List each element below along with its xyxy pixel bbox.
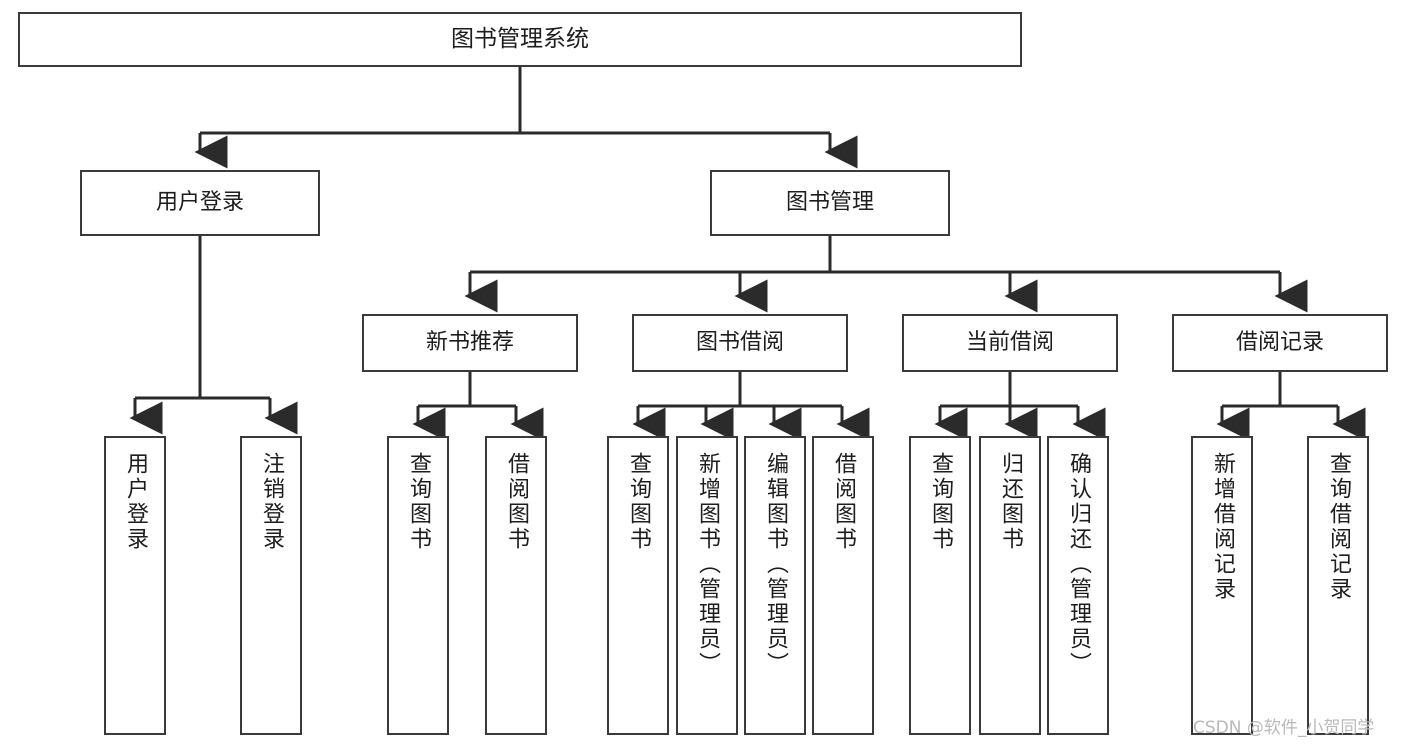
node-label: 图书管理 — [785, 189, 874, 215]
leaf-user-login-login[interactable]: 用户登录 — [104, 436, 166, 735]
node-label: 借阅图书 — [504, 452, 529, 552]
node-label: 图书管理系统 — [451, 25, 589, 52]
node-label: 注销登录 — [259, 452, 284, 552]
leaf-borrow-edit-book-admin[interactable]: 编辑图书（管理员） — [744, 436, 806, 735]
leaf-current-confirm-return-admin[interactable]: 确认归还（管理员） — [1047, 436, 1109, 735]
node-label: 编辑图书（管理员） — [763, 452, 788, 677]
leaf-borrow-add-book-admin[interactable]: 新增图书（管理员） — [676, 436, 738, 735]
leaf-recommend-query-book[interactable]: 查询图书 — [387, 436, 449, 735]
node-book-management[interactable]: 图书管理 — [710, 170, 950, 236]
leaf-record-query-record[interactable]: 查询借阅记录 — [1307, 436, 1369, 735]
leaf-borrow-borrow-book[interactable]: 借阅图书 — [812, 436, 874, 735]
node-label: 确认归还（管理员） — [1066, 452, 1091, 677]
node-label: 归还图书 — [998, 452, 1023, 552]
node-label: 用户登录 — [155, 189, 244, 215]
watermark-text: CSDN @软件_小贺同学 — [1193, 718, 1375, 738]
node-label: 查询借阅记录 — [1326, 452, 1351, 602]
node-label: 当前借阅 — [965, 329, 1054, 355]
leaf-record-add-record[interactable]: 新增借阅记录 — [1191, 436, 1253, 735]
node-label: 图书借阅 — [695, 329, 784, 355]
node-new-book-recommend[interactable]: 新书推荐 — [362, 314, 578, 372]
node-label: 查询图书 — [406, 452, 431, 552]
leaf-current-return-book[interactable]: 归还图书 — [979, 436, 1041, 735]
node-label: 新书推荐 — [425, 329, 514, 355]
leaf-current-query-book[interactable]: 查询图书 — [909, 436, 971, 735]
node-label: 新增借阅记录 — [1210, 452, 1235, 602]
node-label: 查询图书 — [626, 452, 651, 552]
node-current-borrow[interactable]: 当前借阅 — [902, 314, 1118, 372]
leaf-borrow-query-book[interactable]: 查询图书 — [607, 436, 669, 735]
node-book-borrow[interactable]: 图书借阅 — [632, 314, 848, 372]
node-borrow-record[interactable]: 借阅记录 — [1172, 314, 1388, 372]
node-label: 查询图书 — [928, 452, 953, 552]
leaf-recommend-borrow-book[interactable]: 借阅图书 — [485, 436, 547, 735]
node-user-login[interactable]: 用户登录 — [80, 170, 320, 236]
node-label: 新增图书（管理员） — [695, 452, 720, 677]
leaf-user-login-logout[interactable]: 注销登录 — [240, 436, 302, 735]
node-label: 借阅记录 — [1235, 329, 1324, 355]
node-label: 用户登录 — [123, 452, 148, 552]
node-label: 借阅图书 — [831, 452, 856, 552]
node-root-system[interactable]: 图书管理系统 — [18, 12, 1022, 67]
